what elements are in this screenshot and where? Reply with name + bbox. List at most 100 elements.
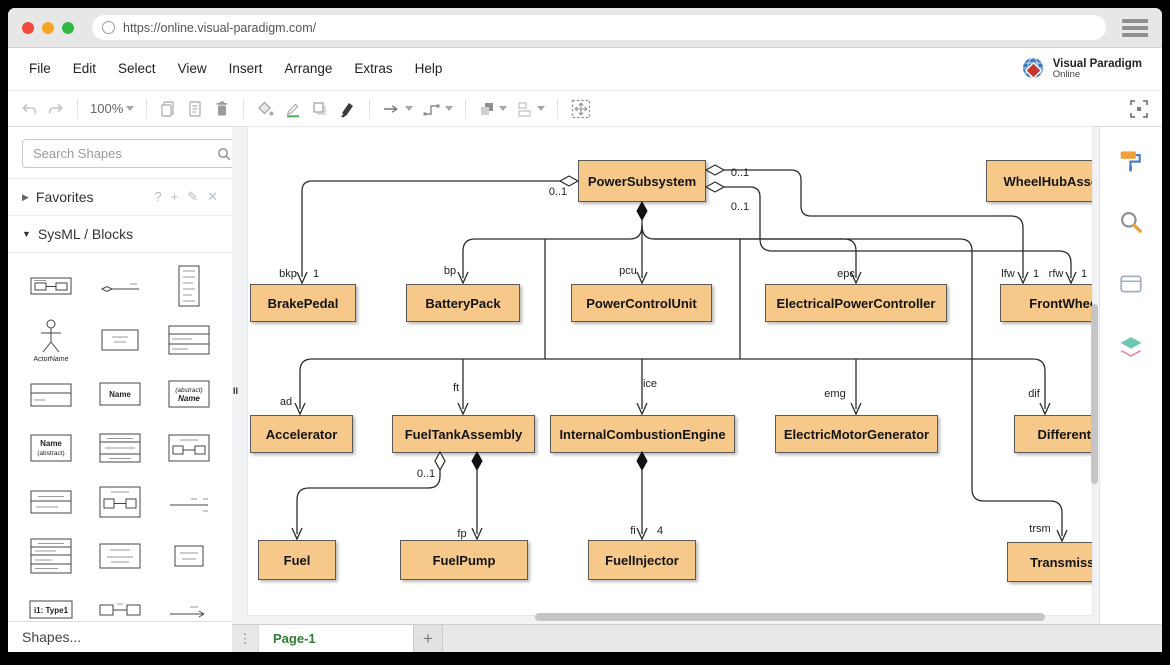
shape-thumb-titled-body[interactable] [89,533,152,579]
shape-thumb-name-abstract-block[interactable]: Name(abstract) [20,425,83,471]
shape-thumb-association[interactable] [89,263,152,309]
shape-thumb-actor[interactable]: ActorName [20,317,83,363]
block-electrical-power-controller[interactable]: ElectricalPowerController [765,284,947,322]
traffic-lights [22,21,74,34]
address-bar[interactable]: https://online.visual-paradigm.com/ [92,15,1106,40]
edge-label: dif [1028,388,1041,400]
shape-thumb-multi-compartments[interactable] [20,533,83,579]
format-painter-icon[interactable] [1118,147,1144,173]
chevron-down-icon [537,106,546,111]
shape-thumb-block-compartments[interactable] [157,317,220,363]
chevron-down-icon: ▼ [22,229,31,239]
toolbar: 100% [8,90,1162,127]
format-brush-icon[interactable] [338,100,357,118]
auto-fit-selection-icon[interactable] [570,98,592,120]
add-favorite-icon[interactable]: + [170,189,179,204]
block-front-wheel[interactable]: FrontWheel [1000,284,1092,322]
horizontal-scrollbar[interactable] [535,613,1045,621]
block-electric-motor-generator[interactable]: ElectricMotorGenerator [775,415,938,453]
menu-select[interactable]: Select [118,61,156,76]
shape-thumb-spec-box[interactable] [157,263,220,309]
line-color-icon[interactable] [284,100,302,118]
edge-label: ice [643,378,657,390]
right-rail [1099,127,1162,624]
menu-arrange[interactable]: Arrange [284,61,333,76]
block-fuel[interactable]: Fuel [258,540,336,580]
app-logo: Visual Paradigm Online [1020,55,1152,83]
visual-paradigm-logo-icon [1022,57,1043,80]
shapes-sidebar: ⋮ ▶ Favorites ? + ✎ ✕ ▼ SysML / Blocks [8,127,232,652]
block-power-subsystem[interactable]: PowerSubsystem [578,160,706,202]
panel-view-icon[interactable] [1118,271,1144,297]
shape-thumb-internal-block[interactable] [20,263,83,309]
maximize-window-button[interactable] [62,21,74,34]
copy-icon[interactable] [159,100,177,118]
add-page-button[interactable]: + [413,625,443,652]
menu-extras[interactable]: Extras [354,61,393,76]
delete-icon[interactable] [213,100,231,118]
block-battery-pack[interactable]: BatteryPack [406,284,520,322]
block-differential[interactable]: Differential [1014,415,1092,453]
shapes-more[interactable]: Shapes... [8,621,232,652]
zoom-level-dropdown[interactable]: 100% [90,101,135,116]
menu-insert[interactable]: Insert [228,61,263,76]
block-internal-combustion-engine[interactable]: InternalCombustionEngine [550,415,735,453]
shape-thumb-two-compartments[interactable] [20,479,83,525]
edge-label: 1 [1033,268,1039,280]
shape-thumb-small-block[interactable] [157,533,220,579]
block-fuel-pump[interactable]: FuelPump [400,540,528,580]
vertical-scrollbar[interactable] [1091,304,1098,484]
redo-icon[interactable] [47,101,65,117]
block-fuel-injector[interactable]: FuelInjector [588,540,696,580]
site-info-icon[interactable] [102,21,115,34]
shape-thumb-labeled-arrow[interactable] [157,587,220,621]
bring-to-front-dropdown[interactable] [478,100,508,118]
search-shapes-input[interactable] [31,145,211,162]
shadow-icon[interactable] [311,100,329,118]
zoom-search-icon[interactable] [1118,209,1144,235]
shape-thumb-name-block[interactable]: Name [89,371,152,417]
shape-thumb-nested-blocks[interactable] [157,425,220,471]
shape-thumb-block-header[interactable] [20,371,83,417]
arrow-style-dropdown[interactable] [382,102,414,116]
close-window-button[interactable] [22,21,34,34]
menu-view[interactable]: View [177,61,207,76]
connector-style-dropdown[interactable] [422,101,454,117]
paste-icon[interactable] [186,100,204,118]
search-shapes-box[interactable] [22,139,232,168]
menu-file[interactable]: File [29,61,51,76]
shape-thumb-linked-blocks[interactable] [89,587,152,621]
pages-menu-icon[interactable]: ⋮ [232,625,259,652]
block-power-control-unit[interactable]: PowerControlUnit [571,284,712,322]
close-favorite-icon[interactable]: ✕ [207,189,218,204]
shape-thumb-three-compartments[interactable] [89,425,152,471]
block-wheel-hub-assembly[interactable]: WheelHubAssembly [986,160,1092,202]
edge-label: rfw [1049,268,1064,280]
favorites-section-header[interactable]: ▶ Favorites ? + ✎ ✕ [8,178,232,215]
shape-thumb-abstract-block[interactable]: (abstract)Name [157,371,220,417]
edit-favorite-icon[interactable]: ✎ [187,189,199,204]
align-dropdown[interactable] [516,100,546,118]
fullscreen-icon[interactable] [1128,98,1150,120]
minimize-window-button[interactable] [42,21,54,34]
edge-label: 1 [1081,268,1087,280]
menu-edit[interactable]: Edit [72,61,97,76]
page-tab-active[interactable]: Page-1 [259,625,413,652]
menu-help[interactable]: Help [414,61,443,76]
edge-label: 0..1 [417,468,435,480]
block-accelerator[interactable]: Accelerator [250,415,353,453]
help-icon[interactable]: ? [154,189,162,204]
block-fuel-tank-assembly[interactable]: FuelTankAssembly [392,415,535,453]
fill-color-icon[interactable] [256,100,275,118]
block-transmission[interactable]: Transmission [1007,542,1092,582]
shape-thumb-block[interactable] [89,317,152,363]
browser-menu-icon[interactable] [1122,18,1148,37]
shape-thumb-nested-titled[interactable] [89,479,152,525]
layers-icon[interactable] [1117,333,1145,361]
block-brake-pedal[interactable]: BrakePedal [250,284,356,322]
undo-icon[interactable] [20,101,38,117]
shape-thumb-connector-labels[interactable] [157,479,220,525]
sysml-blocks-section-header[interactable]: ▼ SysML / Blocks [8,215,232,252]
shape-thumb-instance[interactable]: i1: Type1 [20,587,83,621]
